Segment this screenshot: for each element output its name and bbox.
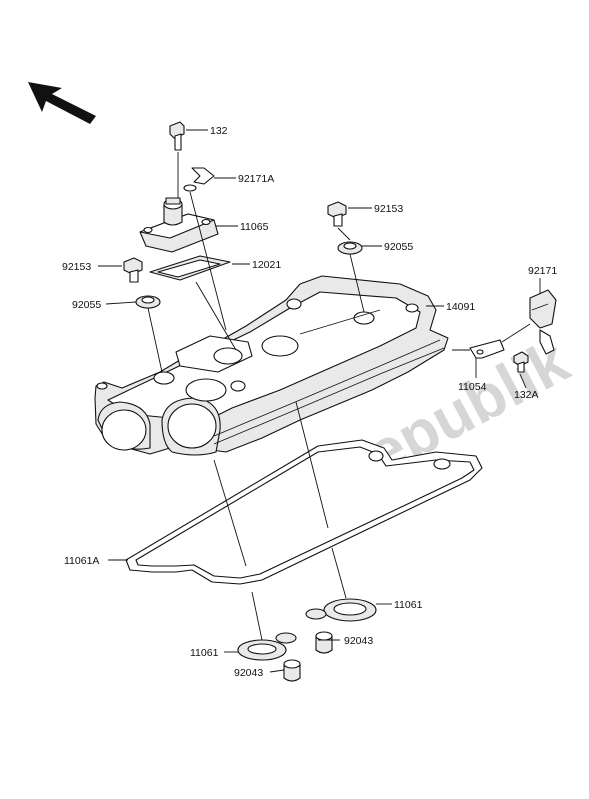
label-11061A: 11061A — [64, 555, 99, 567]
label-92043-upper: 92043 — [344, 635, 373, 647]
front-direction-arrow-icon — [28, 82, 96, 124]
bolt-92153-right[interactable] — [327, 201, 347, 227]
clamp-92171A[interactable] — [183, 167, 215, 192]
washer-92055-right[interactable] — [337, 241, 363, 255]
label-12021: 12021 — [252, 259, 281, 271]
part-labels: 132 92171A 11065 92153 92055 92153 12021… — [62, 125, 557, 679]
label-11054: 11054 — [458, 381, 487, 393]
label-132A: 132A — [514, 389, 539, 401]
label-92055-right: 92055 — [384, 241, 413, 253]
cylinder-head-cover[interactable] — [94, 275, 449, 456]
bolt-92153-left[interactable] — [123, 257, 143, 283]
washer-92055-left[interactable] — [135, 295, 161, 309]
clamp-92171[interactable] — [529, 289, 557, 355]
label-92171A: 92171A — [238, 173, 274, 185]
label-11061-upper: 11061 — [394, 599, 423, 611]
plug-seal-11061-upper[interactable] — [305, 598, 377, 622]
plug-seal-11061-lower[interactable] — [237, 632, 297, 661]
gasket-head-cover[interactable] — [125, 439, 483, 585]
label-92055-left: 92055 — [72, 299, 101, 311]
bolt-132[interactable] — [169, 121, 185, 151]
leader-lines — [98, 129, 541, 673]
label-14091: 14091 — [446, 301, 475, 313]
label-92043-lower: 92043 — [234, 667, 263, 679]
bracket-11054[interactable] — [469, 339, 505, 359]
dowel-92043-lower[interactable] — [283, 659, 301, 682]
label-11065: 11065 — [240, 221, 269, 233]
bolt-132A[interactable] — [513, 351, 529, 373]
label-92171: 92171 — [528, 265, 557, 277]
breather-gasket-12021[interactable] — [149, 255, 231, 281]
label-132: 132 — [210, 125, 228, 137]
label-92153-left: 92153 — [62, 261, 91, 273]
dowel-92043-upper[interactable] — [315, 631, 333, 654]
label-92153-right: 92153 — [374, 203, 403, 215]
breather-cover[interactable] — [139, 197, 219, 253]
label-11061-lower: 11061 — [190, 647, 219, 659]
